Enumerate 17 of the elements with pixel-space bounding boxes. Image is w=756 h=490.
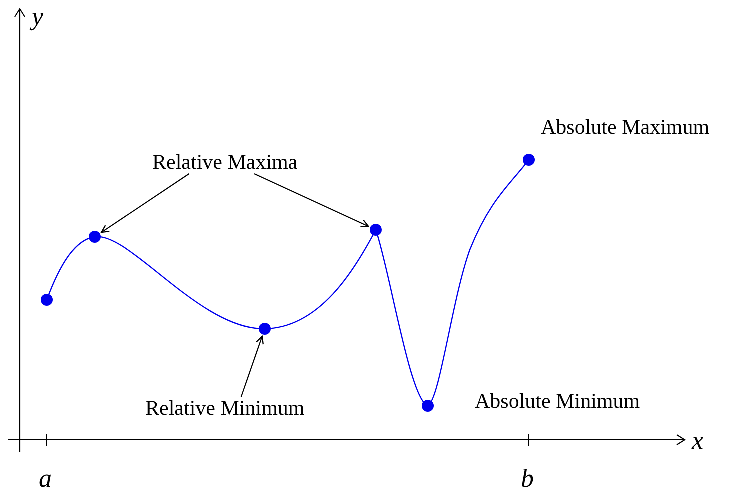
leader-arrow bbox=[101, 174, 190, 234]
leader-arrow bbox=[254, 174, 370, 228]
point-label: Absolute Minimum bbox=[475, 390, 640, 414]
axis-label: b bbox=[521, 466, 534, 490]
point-marker bbox=[422, 400, 434, 412]
callout-text: Relative Minimum bbox=[146, 396, 305, 420]
leader-arrow bbox=[240, 336, 264, 398]
point-marker bbox=[523, 154, 535, 166]
axis-label: y bbox=[32, 4, 44, 30]
point-marker bbox=[41, 294, 53, 306]
callout-text: Relative Maxima bbox=[152, 150, 298, 174]
point-marker bbox=[89, 231, 101, 243]
point-marker bbox=[259, 323, 271, 335]
point-marker bbox=[370, 224, 382, 236]
point-label: Absolute Maximum bbox=[541, 116, 710, 140]
axis-label: x bbox=[692, 428, 704, 454]
axis-label: a bbox=[39, 466, 52, 490]
